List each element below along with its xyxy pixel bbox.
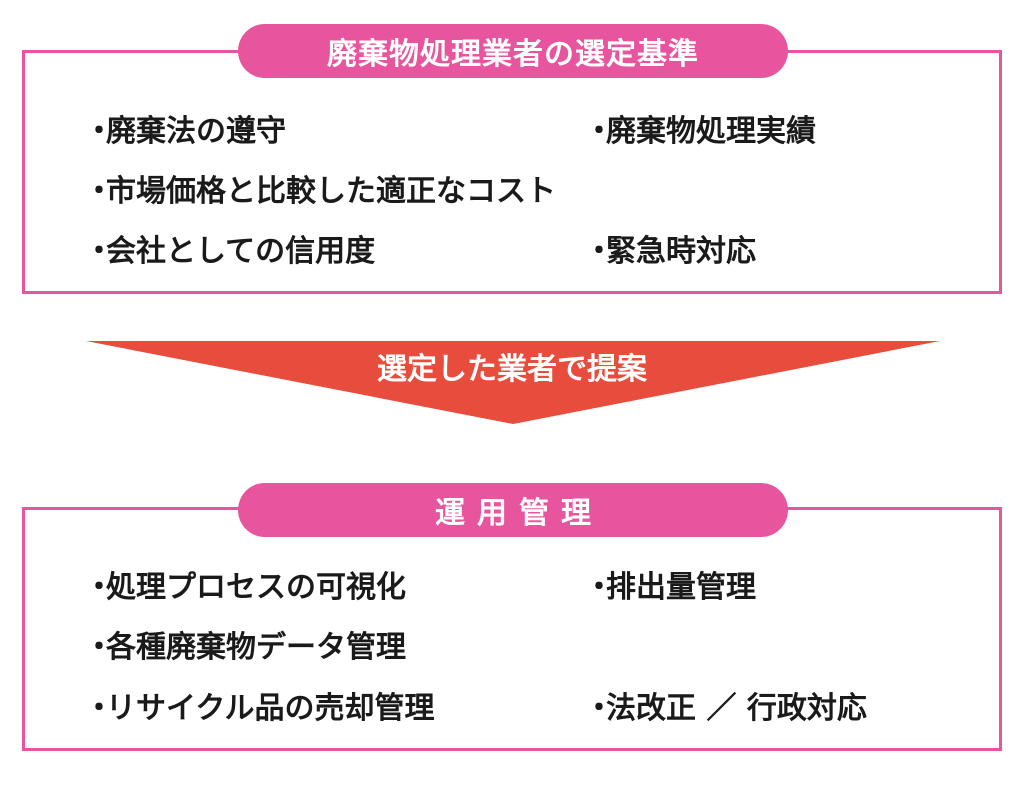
ops-item-emission-management: ・排出量管理 — [584, 570, 756, 605]
criteria-item-cost: ・市場価格と比較した適正なコスト — [84, 174, 556, 209]
ops-item-label: 排出量管理 — [606, 570, 756, 605]
criteria-item-emergency: ・緊急時対応 — [584, 234, 756, 269]
criteria-item-label: 緊急時対応 — [606, 234, 756, 269]
criteria-item-track-record: ・廃棄物処理実績 — [584, 114, 816, 149]
arrow-label: 選定した業者で提案 — [377, 352, 647, 387]
criteria-item-compliance: ・廃棄法の遵守 — [84, 114, 286, 149]
criteria-item-credibility: ・会社としての信用度 — [84, 234, 376, 269]
ops-item-label: 法改正 ／ 行政対応 — [606, 691, 867, 726]
ops-item-label: リサイクル品の売却管理 — [106, 691, 435, 726]
criteria-item-label: 市場価格と比較した適正なコスト — [106, 174, 556, 209]
selection-criteria-title: 廃棄物処理業者の選定基準 — [238, 24, 788, 78]
ops-item-label: 処理プロセスの可視化 — [106, 570, 406, 605]
criteria-item-label: 会社としての信用度 — [106, 234, 376, 269]
ops-item-waste-data: ・各種廃棄物データ管理 — [84, 630, 406, 665]
criteria-item-label: 廃棄物処理実績 — [606, 114, 816, 149]
down-arrow-shape — [86, 341, 940, 424]
ops-item-process-visualization: ・処理プロセスの可視化 — [84, 570, 406, 605]
ops-item-label: 各種廃棄物データ管理 — [106, 630, 406, 665]
ops-item-recycle-sales: ・リサイクル品の売却管理 — [84, 691, 435, 726]
criteria-item-label: 廃棄法の遵守 — [106, 114, 286, 149]
ops-item-legal-response: ・法改正 ／ 行政対応 — [584, 691, 867, 726]
operation-management-title: 運用管理 — [238, 483, 788, 537]
